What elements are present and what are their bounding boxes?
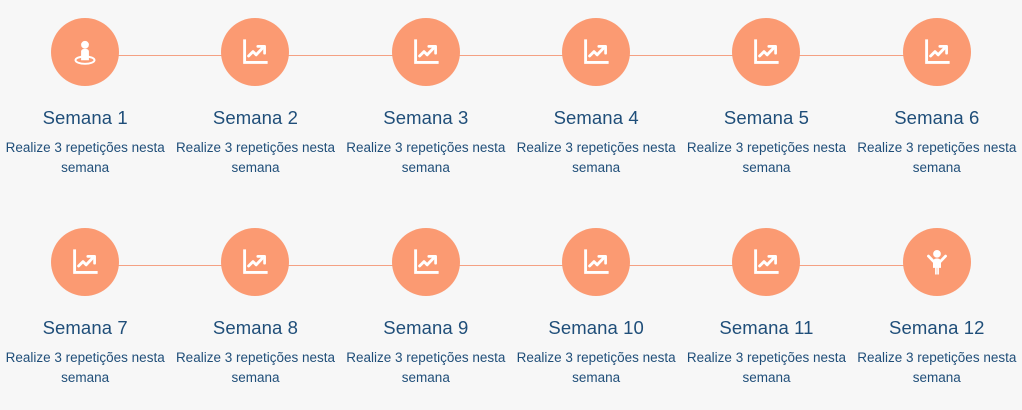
step-icon-circle[interactable] (732, 18, 801, 86)
timeline-step-semana-3[interactable]: Semana 3 Realize 3 repetições nesta sema… (341, 4, 511, 178)
step-description: Realize 3 repetições nesta semana (857, 350, 1017, 386)
step-title: Semana 1 (42, 107, 128, 128)
line-chart-up-icon (580, 246, 612, 278)
step-description: Realize 3 repetições nesta semana (5, 140, 165, 176)
step-title: Semana 10 (548, 317, 644, 338)
line-chart-up-icon (750, 36, 782, 68)
step-description: Realize 3 repetições nesta semana (686, 350, 847, 386)
step-title: Semana 3 (383, 107, 469, 128)
timeline-step-semana-12[interactable]: Semana 12 Realize 3 repetições nesta sem… (852, 214, 1022, 388)
step-title: Semana 5 (723, 107, 810, 128)
step-icon-circle[interactable] (902, 228, 971, 296)
step-description: Realize 3 repetições nesta semana (516, 140, 676, 176)
line-chart-up-icon (921, 36, 953, 68)
step-icon-circle[interactable] (391, 18, 460, 86)
timeline-row-2: Semana 7 Realize 3 repetições nesta sema… (0, 214, 1022, 409)
step-icon-circle[interactable] (562, 228, 631, 296)
line-chart-up-icon (239, 246, 271, 278)
timeline-step-semana-8[interactable]: Semana 8 Realize 3 repetições nesta sema… (170, 214, 340, 388)
timeline-step-semana-6[interactable]: Semana 6 Realize 3 repetições nesta sema… (852, 4, 1022, 178)
step-description: Realize 3 repetições nesta semana (175, 350, 336, 386)
step-title: Semana 11 (719, 317, 814, 338)
step-description: Realize 3 repetições nesta semana (175, 140, 336, 176)
step-icon-circle[interactable] (732, 228, 801, 296)
line-chart-up-icon (750, 246, 782, 278)
step-description: Realize 3 repetições nesta semana (5, 350, 165, 386)
timeline-step-semana-5[interactable]: Semana 5 Realize 3 repetições nesta sema… (681, 4, 851, 178)
line-chart-up-icon (239, 36, 271, 68)
timeline-steps-row-2: Semana 7 Realize 3 repetições nesta sema… (0, 214, 1022, 388)
step-title: Semana 6 (894, 107, 980, 128)
line-chart-up-icon (410, 246, 442, 278)
step-icon-circle[interactable] (221, 18, 290, 86)
timeline-step-semana-7[interactable]: Semana 7 Realize 3 repetições nesta sema… (0, 214, 170, 388)
timeline-step-semana-1[interactable]: Semana 1 Realize 3 repetições nesta sema… (0, 4, 170, 178)
step-title: Semana 12 (889, 317, 985, 338)
step-icon-circle[interactable] (51, 228, 120, 296)
person-arms-up-icon (921, 246, 953, 278)
line-chart-up-icon (69, 246, 101, 278)
step-title: Semana 9 (383, 317, 469, 338)
person-in-ring-icon (68, 35, 102, 69)
step-description: Realize 3 repetições nesta semana (857, 140, 1017, 176)
step-icon-circle[interactable] (391, 228, 460, 296)
step-description: Realize 3 repetições nesta semana (346, 350, 506, 386)
line-chart-up-icon (410, 36, 442, 68)
timeline-step-semana-10[interactable]: Semana 10 Realize 3 repetições nesta sem… (511, 214, 681, 388)
step-description: Realize 3 repetições nesta semana (686, 140, 847, 176)
timeline-steps-row-1: Semana 1 Realize 3 repetições nesta sema… (0, 4, 1022, 178)
step-icon-circle[interactable] (562, 18, 631, 86)
step-icon-circle[interactable] (221, 228, 290, 296)
step-description: Realize 3 repetições nesta semana (516, 350, 676, 386)
step-title: Semana 7 (42, 317, 128, 338)
connector-line (52, 265, 970, 266)
timeline-step-semana-2[interactable]: Semana 2 Realize 3 repetições nesta sema… (170, 4, 340, 178)
step-description: Realize 3 repetições nesta semana (346, 140, 506, 176)
step-title: Semana 2 (212, 107, 299, 128)
step-title: Semana 4 (553, 107, 639, 128)
step-title: Semana 8 (212, 317, 299, 338)
timeline-step-semana-4[interactable]: Semana 4 Realize 3 repetições nesta sema… (511, 4, 681, 178)
connector-line (52, 55, 970, 56)
step-icon-circle[interactable] (51, 18, 120, 86)
timeline-row-1: Semana 1 Realize 3 repetições nesta sema… (0, 4, 1022, 199)
line-chart-up-icon (580, 36, 612, 68)
step-icon-circle[interactable] (902, 18, 971, 86)
timeline-step-semana-11[interactable]: Semana 11 Realize 3 repetições nesta sem… (681, 214, 851, 388)
timeline-step-semana-9[interactable]: Semana 9 Realize 3 repetições nesta sema… (341, 214, 511, 388)
